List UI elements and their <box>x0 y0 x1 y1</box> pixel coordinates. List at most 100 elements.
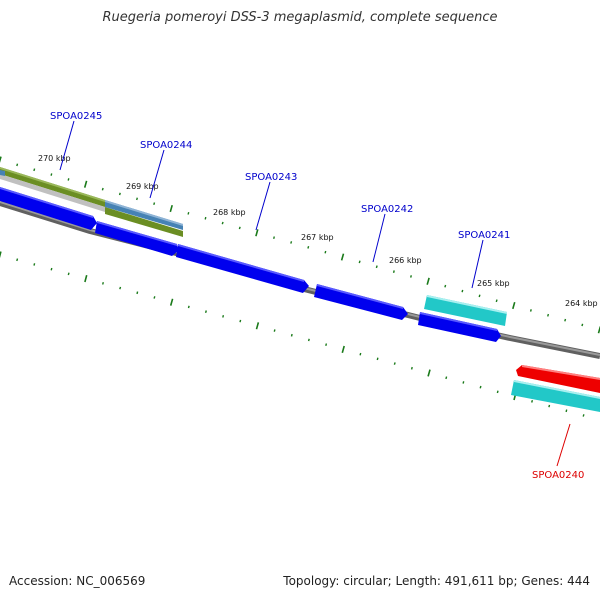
minor-tick <box>548 404 551 408</box>
major-tick <box>169 204 173 213</box>
minor-tick <box>238 226 241 230</box>
kbp-label-268: 268 kbp <box>213 208 246 217</box>
minor-tick <box>358 260 361 264</box>
minor-tick <box>136 291 139 295</box>
minor-tick <box>565 409 568 413</box>
minor-tick <box>529 309 532 312</box>
gene-label-spoa0241[interactable]: SPOA0241 <box>458 230 510 241</box>
gene-feature-blue-1[interactable] <box>0 187 97 230</box>
minor-tick <box>410 366 413 370</box>
minor-tick <box>119 286 122 290</box>
major-tick <box>0 156 2 163</box>
major-tick <box>512 301 516 310</box>
minor-tick <box>461 289 464 293</box>
minor-tick <box>290 333 293 337</box>
kbp-label-264: 264 kbp <box>565 299 598 308</box>
minor-tick <box>478 294 481 298</box>
minor-tick <box>273 329 276 332</box>
minor-tick <box>462 381 465 384</box>
minor-tick <box>495 299 498 303</box>
major-tick <box>427 369 431 377</box>
minor-tick <box>496 390 499 394</box>
major-tick <box>255 229 259 237</box>
leader-line-spoa0242 <box>372 213 386 263</box>
minor-tick <box>444 284 447 288</box>
major-tick <box>255 322 260 330</box>
minor-tick <box>101 187 104 191</box>
leader-line-spoa0244 <box>149 149 165 199</box>
kbp-label-269: 269 kbp <box>126 182 159 191</box>
gene-feature-cyan-spoa0241[interactable] <box>424 295 507 326</box>
minor-tick <box>102 282 104 285</box>
minor-tick <box>273 236 275 239</box>
gene-label-spoa0245[interactable]: SPOA0245 <box>50 111 102 122</box>
minor-tick <box>581 323 584 327</box>
minor-tick <box>33 263 36 266</box>
major-tick <box>83 180 88 188</box>
minor-tick <box>67 272 70 276</box>
minor-tick <box>376 357 379 361</box>
minor-tick <box>153 202 156 206</box>
minor-tick <box>239 319 242 323</box>
minor-tick <box>153 296 156 299</box>
minor-tick <box>325 343 328 346</box>
minor-tick <box>16 258 19 262</box>
minor-tick <box>187 305 190 309</box>
gene-feature-blue-spoa0243[interactable] <box>176 244 309 293</box>
minor-tick <box>221 221 224 225</box>
gene-feature-blue-spoa0242[interactable] <box>314 284 408 320</box>
minor-tick <box>582 414 585 417</box>
minor-tick <box>118 192 121 196</box>
minor-tick <box>50 267 53 271</box>
gene-feature-blue-2[interactable] <box>95 221 178 256</box>
minor-tick <box>222 315 225 318</box>
minor-tick <box>392 270 395 273</box>
kbp-label-267: 267 kbp <box>301 233 334 242</box>
gene-label-spoa0243[interactable]: SPOA0243 <box>245 172 297 183</box>
minor-tick <box>204 216 207 220</box>
gene-feature-olive-2[interactable] <box>105 207 183 237</box>
gene-label-spoa0240[interactable]: SPOA0240 <box>532 470 584 481</box>
minor-tick <box>564 318 567 322</box>
map-title: Ruegeria pomeroyi DSS-3 megaplasmid, com… <box>102 10 498 25</box>
leader-line-spoa0245 <box>59 120 75 171</box>
minor-tick <box>67 178 70 181</box>
leader-line-spoa0243 <box>255 181 271 231</box>
minor-tick <box>410 275 412 278</box>
minor-tick <box>547 313 550 317</box>
minor-tick <box>33 168 36 172</box>
minor-tick <box>531 399 534 403</box>
topology-label: Topology: circular; Length: 491,611 bp; … <box>283 574 590 588</box>
kbp-label-266: 266 kbp <box>389 256 422 265</box>
minor-tick <box>187 212 190 215</box>
major-tick <box>169 298 174 306</box>
minor-tick <box>393 362 396 365</box>
gene-label-spoa0242[interactable]: SPOA0242 <box>361 204 413 215</box>
minor-tick <box>479 385 482 389</box>
gene-feature-red-spoa0240[interactable] <box>516 365 600 393</box>
minor-tick <box>290 241 293 244</box>
minor-tick <box>375 265 378 269</box>
minor-tick <box>307 338 310 342</box>
gene-feature-blue-reverse[interactable] <box>418 312 501 342</box>
minor-tick <box>445 376 448 380</box>
leader-line-spoa0241 <box>471 239 484 289</box>
major-tick <box>84 274 88 283</box>
gene-feature-olive[interactable] <box>0 167 105 212</box>
major-tick <box>341 345 345 354</box>
major-tick <box>340 253 345 261</box>
leader-line-spoa0240 <box>556 423 571 467</box>
gene-feature-steel[interactable] <box>105 200 183 230</box>
minor-tick <box>136 197 138 201</box>
minor-tick <box>307 245 310 249</box>
inner-tick-track <box>0 251 585 417</box>
gene-label-spoa0244[interactable]: SPOA0244 <box>140 140 192 151</box>
accession-label: Accession: NC_006569 <box>9 574 146 588</box>
major-tick <box>597 326 600 334</box>
major-tick <box>0 251 2 259</box>
minor-tick <box>16 163 19 167</box>
gene-feature-cyan-2[interactable] <box>511 380 600 412</box>
minor-tick <box>50 173 53 176</box>
major-tick <box>426 277 430 285</box>
